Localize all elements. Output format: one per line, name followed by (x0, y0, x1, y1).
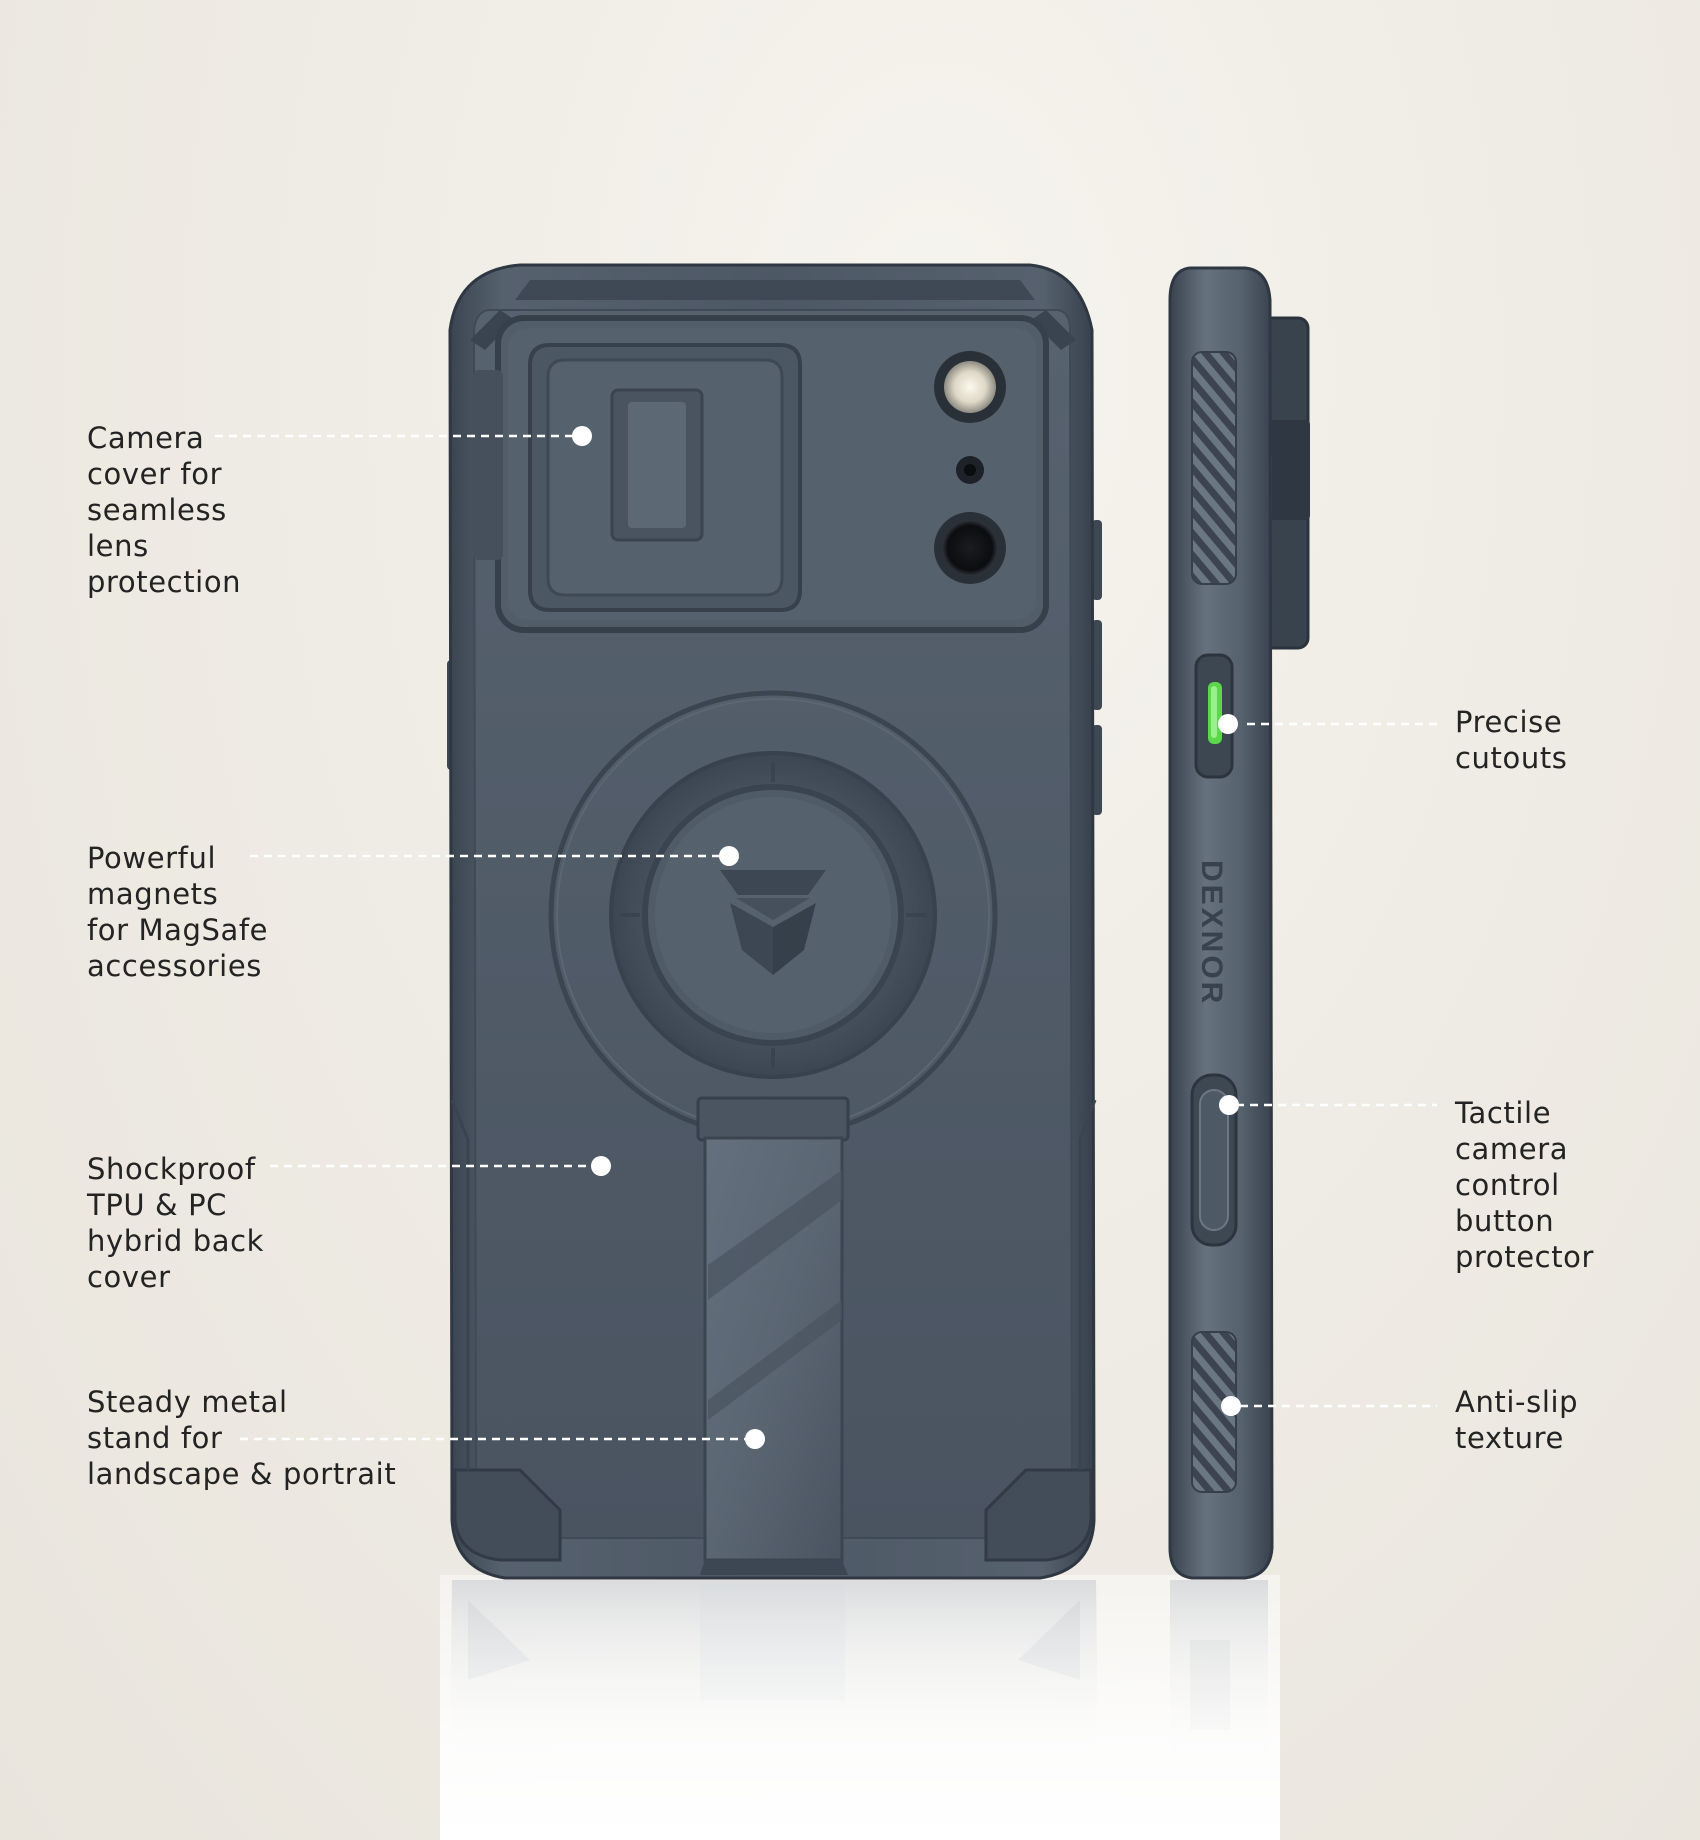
callout-leaders (215, 434, 1437, 1441)
callout-shockproof: Shockproof TPU & PC hybrid back cover (87, 1152, 265, 1294)
case-side-view: DEXNOR (1168, 266, 1310, 1580)
callout-tactile-button: Tactile camera control button protector (1455, 1096, 1595, 1274)
callout-camera-cover: Camera cover for seamless lens protectio… (87, 421, 242, 599)
callout-anti-slip: Anti-slip texture (1455, 1385, 1579, 1455)
case-back-view (447, 263, 1102, 1580)
side-brand-text: DEXNOR (1195, 860, 1228, 1006)
magsafe-ring (548, 690, 998, 1140)
callout-stand: Steady metal stand for landscape & portr… (87, 1385, 397, 1491)
callout-dots (572, 426, 1241, 1449)
callout-magnets: Powerful magnets for MagSafe accessories (87, 841, 269, 983)
brand-shield-icon (720, 870, 826, 975)
case-reflection (440, 1575, 1280, 1840)
callout-cutouts: Precise cutouts (1455, 705, 1568, 775)
camera-cover (473, 343, 802, 612)
metal-stand (696, 1096, 850, 1575)
